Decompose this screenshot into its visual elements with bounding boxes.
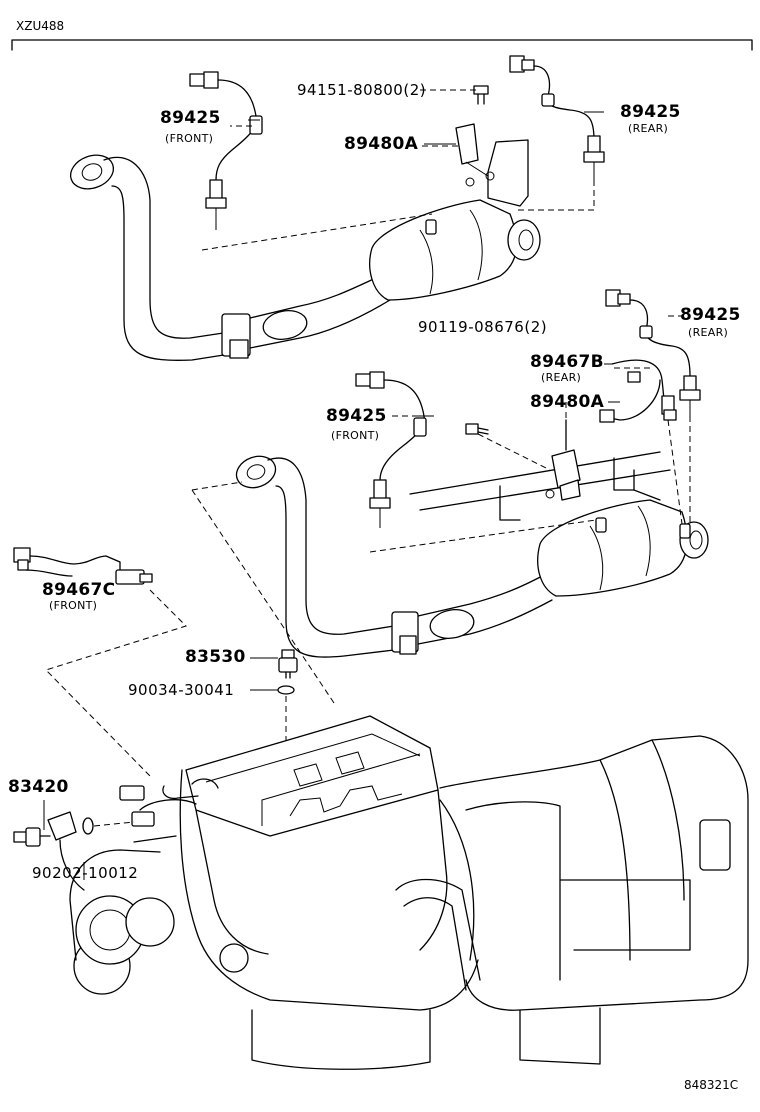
engine-block bbox=[69, 715, 481, 1070]
front-af-sensor bbox=[13, 547, 187, 777]
lower-rear-relay bbox=[599, 359, 677, 423]
oil-pressure-sender bbox=[13, 811, 85, 891]
lower-frame-rails bbox=[409, 451, 671, 521]
part-number-oil-sender: 83420 bbox=[8, 777, 69, 797]
leader-lines bbox=[43, 111, 620, 880]
part-number-upper-bolt: 94151-80800(2) bbox=[297, 81, 427, 99]
part-number-oil-gasket: 90202-10012 bbox=[32, 864, 139, 882]
header-frame bbox=[11, 39, 753, 51]
position-lower-front-sensor: (FRONT) bbox=[331, 429, 380, 442]
part-number-lower-bolt: 90119-08676(2) bbox=[418, 318, 548, 336]
part-number-upper-bracket: 89480A bbox=[344, 134, 419, 154]
lower-front-sensor bbox=[355, 371, 427, 528]
part-number-front-af-sensor: 89467C bbox=[42, 580, 116, 600]
transmission bbox=[439, 735, 749, 1065]
lower-rear-sensor bbox=[605, 289, 701, 416]
part-number-lower-rear-relay: 89467B bbox=[530, 352, 604, 372]
position-front-af-sensor: (FRONT) bbox=[49, 599, 98, 612]
upper-bracket bbox=[455, 123, 529, 207]
lower-bracket bbox=[545, 419, 581, 501]
lower-exhaust-pipe bbox=[235, 455, 709, 658]
position-upper-front-sensor: (FRONT) bbox=[165, 132, 214, 145]
position-lower-rear-sensor: (REAR) bbox=[688, 326, 729, 339]
part-number-gasket: 90034-30041 bbox=[128, 681, 235, 699]
upper-rear-sensor bbox=[509, 55, 605, 180]
part-number-upper-rear-sensor: 89425 bbox=[620, 102, 681, 122]
upper-bolt bbox=[473, 85, 489, 105]
part-number-lower-bracket: 89480A bbox=[530, 392, 605, 412]
upper-exhaust-pipe bbox=[69, 154, 541, 361]
part-number-upper-front-sensor: 89425 bbox=[160, 108, 221, 128]
diagram-code: XZU488 bbox=[16, 19, 65, 33]
lower-dashed-guides bbox=[191, 315, 691, 707]
lower-bolt bbox=[465, 423, 489, 435]
part-number-temp-switch: 83530 bbox=[185, 647, 246, 667]
oil-sender-gasket bbox=[82, 817, 135, 835]
part-number-lower-rear-sensor: 89425 bbox=[680, 305, 741, 325]
position-lower-rear-relay: (REAR) bbox=[541, 371, 582, 384]
upper-front-sensor bbox=[189, 71, 263, 230]
illustration-code: 848321C bbox=[684, 1078, 739, 1092]
temp-switch bbox=[278, 649, 298, 679]
part-number-lower-front-sensor: 89425 bbox=[326, 406, 387, 426]
position-upper-rear-sensor: (REAR) bbox=[628, 122, 669, 135]
